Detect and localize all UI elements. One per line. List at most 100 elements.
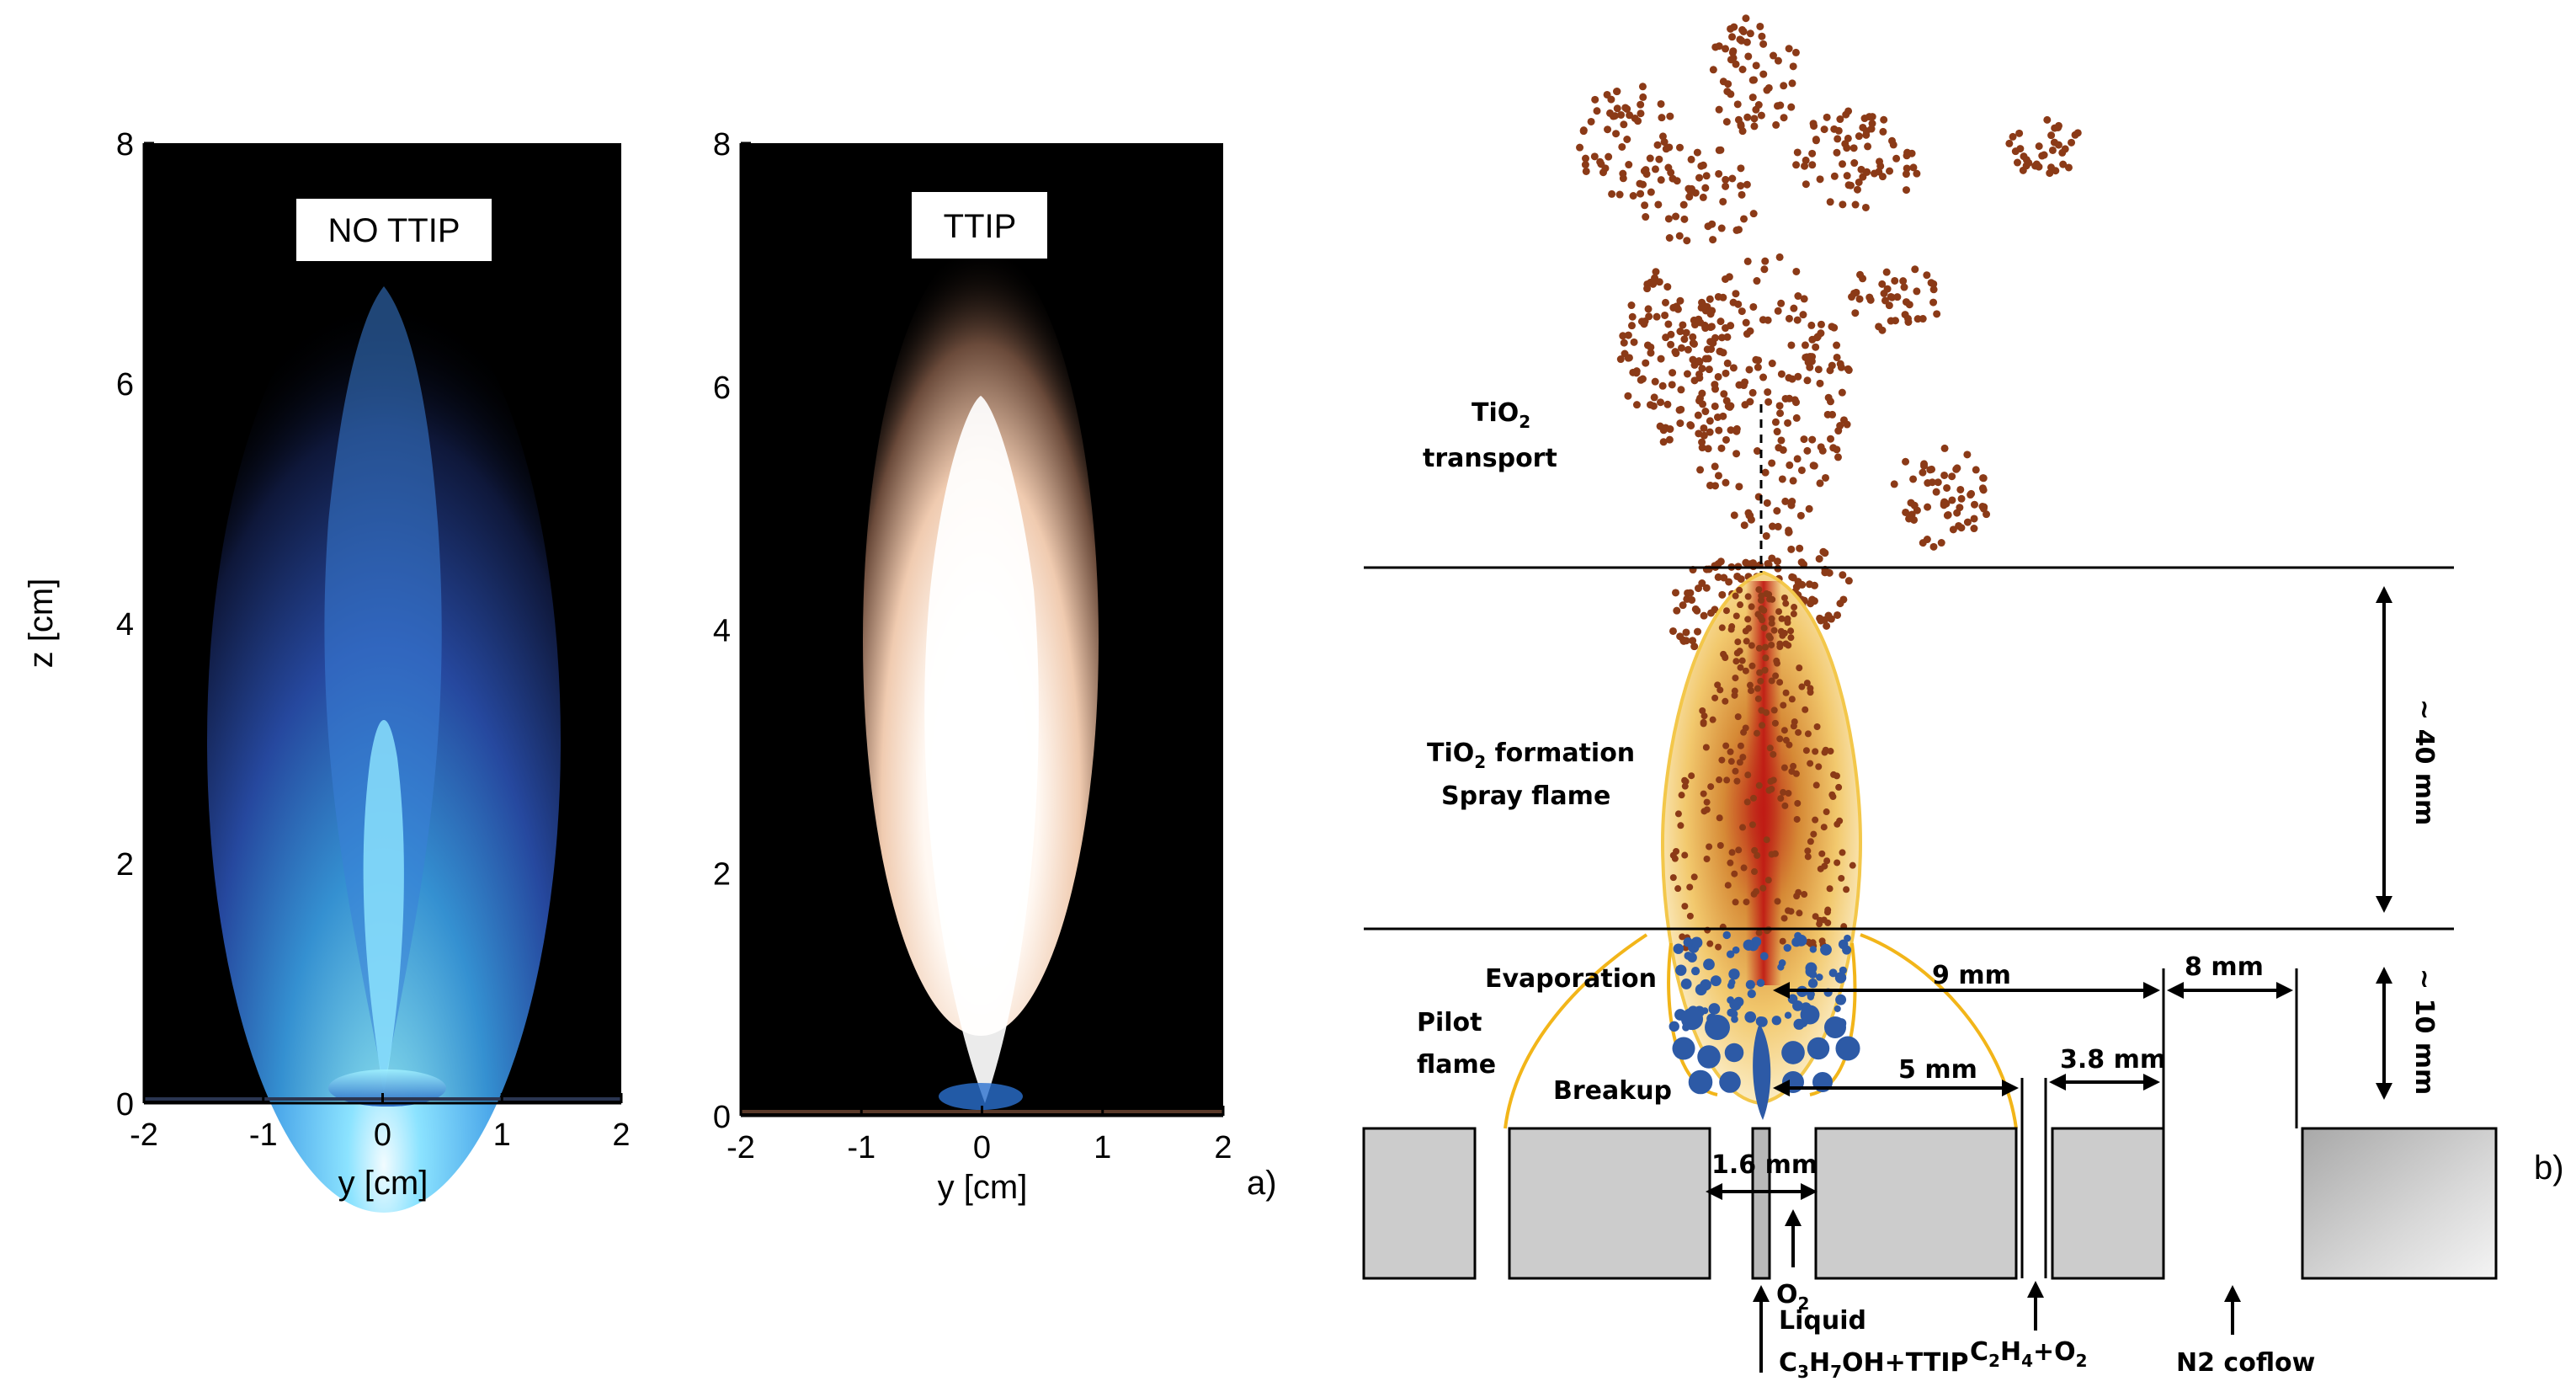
flame-particle xyxy=(1727,859,1734,867)
tio2-particle xyxy=(1963,518,1972,526)
tio2-particle xyxy=(1665,143,1674,152)
tio2-particle xyxy=(1760,265,1769,274)
tio2-particle xyxy=(1695,358,1704,366)
tio2-particle xyxy=(1972,466,1980,474)
flame-particle xyxy=(1804,847,1812,855)
flame-particle xyxy=(1703,856,1711,863)
flame-particle xyxy=(1756,669,1764,676)
flame-particle xyxy=(1716,686,1724,694)
tio2-particle xyxy=(1816,175,1824,184)
tio2-particle xyxy=(1844,365,1852,373)
tio2-particle xyxy=(1638,375,1647,383)
tio2-particle xyxy=(1955,521,1963,530)
ttip-label: TTIP xyxy=(944,208,1017,245)
flame-particle xyxy=(1714,681,1722,689)
flame-particle xyxy=(1785,642,1792,649)
tio2-particle xyxy=(1591,95,1599,104)
tio2-particle xyxy=(1722,182,1730,190)
tio2-particle xyxy=(1706,295,1714,303)
large-droplet xyxy=(1672,1037,1695,1060)
tio2-particle xyxy=(1788,79,1796,88)
tio2-particle xyxy=(1777,299,1786,307)
flame-particle xyxy=(1744,616,1752,623)
tio2-particle xyxy=(1817,320,1825,328)
tio2-particle xyxy=(1711,402,1719,410)
flame-particle xyxy=(1770,750,1777,758)
tio2-particle xyxy=(1780,82,1788,90)
flame-particle xyxy=(1758,592,1765,600)
n2-coflow-label: N2 coflow xyxy=(2176,1348,2315,1378)
tio2-particle xyxy=(1956,504,1964,512)
flame-particle xyxy=(1736,759,1743,766)
flame-particle xyxy=(1815,763,1823,771)
tio2-particle xyxy=(1628,312,1637,321)
tio2-particle xyxy=(1801,341,1809,349)
tio2-particle xyxy=(2054,141,2062,149)
tio2-particle xyxy=(1694,411,1702,419)
y-tick-label: 0 xyxy=(713,1100,731,1135)
flame-particle xyxy=(1803,680,1811,687)
tio2-particle xyxy=(1711,333,1719,342)
tio2-particle xyxy=(1669,627,1677,635)
flame-particle xyxy=(1679,933,1686,941)
tio2-particle xyxy=(1696,394,1705,403)
tio2-particle xyxy=(1679,601,1687,610)
flame-particle xyxy=(1834,859,1841,867)
flame-particle xyxy=(1728,849,1736,856)
white-flame-core xyxy=(924,396,1039,1103)
flame-particle xyxy=(1816,920,1823,928)
flame-particle xyxy=(1791,604,1798,611)
droplet xyxy=(1771,1016,1782,1026)
flame-particle xyxy=(1779,937,1786,945)
tio2-particle xyxy=(1642,166,1650,174)
droplet xyxy=(1708,1003,1721,1015)
tio2-particle xyxy=(1690,339,1699,348)
tio2-particle xyxy=(1934,478,1942,487)
tio2-particle xyxy=(1634,117,1642,125)
flame-particle xyxy=(1731,870,1738,877)
tio2-particle xyxy=(1826,198,1834,206)
tio2-particle xyxy=(1671,348,1679,356)
tio2-particle xyxy=(1714,472,1722,480)
flame-particle xyxy=(1780,764,1788,771)
flame-particle xyxy=(1732,592,1739,600)
tio2-particle xyxy=(1738,127,1747,136)
tio2-particle xyxy=(1597,160,1605,168)
tio2-particle xyxy=(1833,341,1841,349)
tio2-particle xyxy=(1716,146,1725,154)
droplet xyxy=(1807,979,1818,989)
tio2-particle xyxy=(1737,164,1745,173)
tio2-particle xyxy=(1657,176,1665,184)
tio2-particle xyxy=(1928,478,1936,487)
tio2-particle xyxy=(1686,187,1695,195)
tio2-particle xyxy=(1759,316,1767,324)
tio2-particle xyxy=(1649,280,1658,288)
height-10mm-label: ~ 10 mm xyxy=(2409,968,2439,1095)
tio2-particle xyxy=(1727,322,1735,330)
flame-particle xyxy=(1780,727,1788,734)
flame-particle xyxy=(1755,781,1763,789)
right-x-axis-label: y [cm] xyxy=(938,1169,1028,1206)
tio2-particle xyxy=(2048,146,2057,154)
tio2-particle xyxy=(1664,215,1673,223)
flame-particle xyxy=(1746,681,1754,689)
tio2-particle xyxy=(1776,409,1785,418)
tio2-particle xyxy=(1948,472,1956,481)
tio2-particle xyxy=(1733,100,1742,109)
flame-particle xyxy=(1765,590,1773,598)
tio2-particle xyxy=(1704,445,1712,453)
tio2-particle xyxy=(1713,413,1722,421)
tio2-particle xyxy=(1890,480,1898,488)
flame-particle xyxy=(1748,662,1756,669)
tio2-particle xyxy=(1777,370,1786,378)
tio2-particle xyxy=(1865,113,1874,121)
large-droplet xyxy=(1697,1045,1721,1069)
tio2-particle xyxy=(1913,169,1921,178)
flame-particle xyxy=(1784,619,1791,627)
tio2-particle xyxy=(1659,438,1668,446)
tio2-particle xyxy=(1880,289,1888,297)
tio2-particle xyxy=(1651,274,1659,282)
flame-particle xyxy=(1764,877,1772,884)
flame-particle xyxy=(1827,748,1834,755)
tio2-particle xyxy=(1926,466,1935,474)
